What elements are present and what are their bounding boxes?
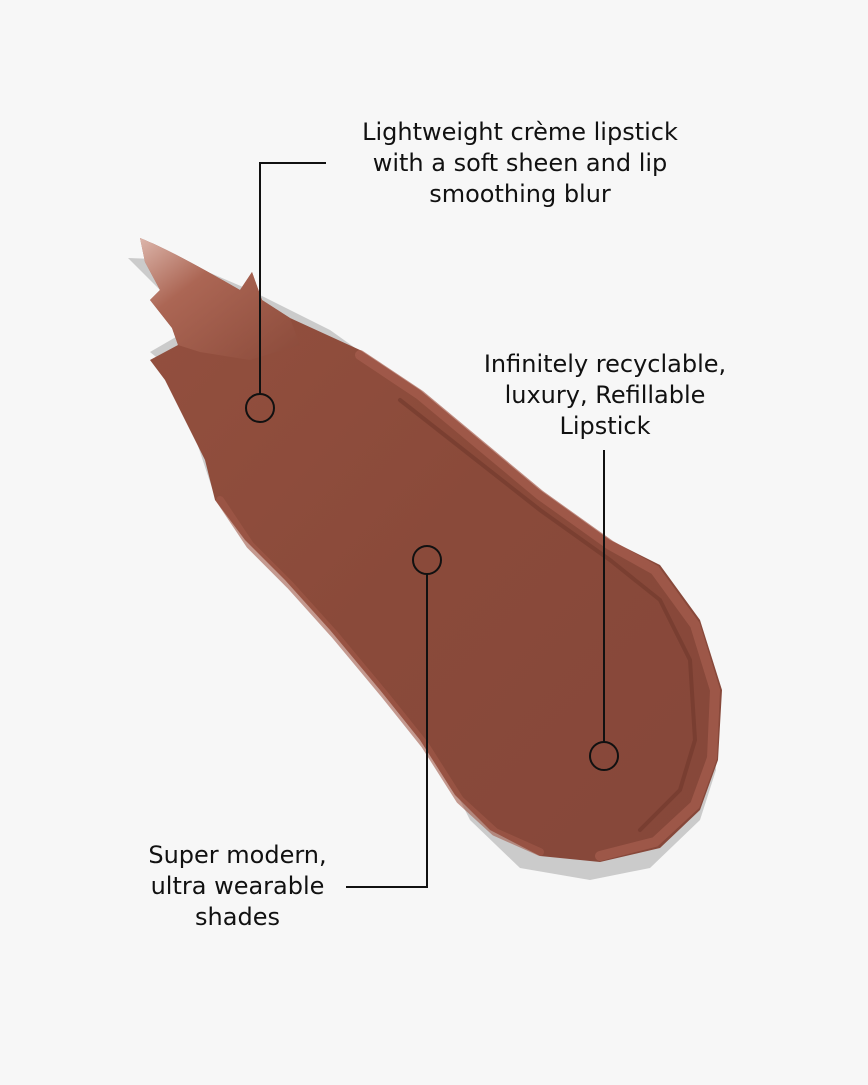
callout-label-top: Lightweight crème lipstick with a soft s… [300,117,740,210]
callout-label-top-line-1: Lightweight crème lipstick [362,118,678,146]
callout-dot-right [589,741,619,771]
callout-label-bottom: Super modern, ultra wearable shades [110,840,365,933]
lipstick-swatch [140,238,722,862]
swatch-edge-highlight [355,350,721,861]
callout-label-bottom-line-1: Super modern, [148,841,327,869]
callout-line-bottom [346,574,428,888]
callout-line-top [259,162,326,394]
callout-dot-top [245,393,275,423]
swatch-tip [140,238,300,360]
callout-label-bottom-line-2: ultra wearable [150,872,325,900]
callout-label-top-line-2: with a soft sheen and lip [372,149,668,177]
callout-label-bottom-line-3: shades [195,903,280,931]
callout-dot-bottom [412,545,442,575]
swatch-inner-ridge [398,398,698,832]
callout-label-right-line-1: Infinitely recyclable, [483,350,727,378]
callout-label-right: Infinitely recyclable, luxury, Refillabl… [455,349,755,442]
swatch-lower-edge [216,496,544,856]
callout-label-right-line-3: Lipstick [559,412,651,440]
callout-label-top-line-3: smoothing blur [429,180,611,208]
callout-label-right-line-2: luxury, Refillable [504,381,706,409]
